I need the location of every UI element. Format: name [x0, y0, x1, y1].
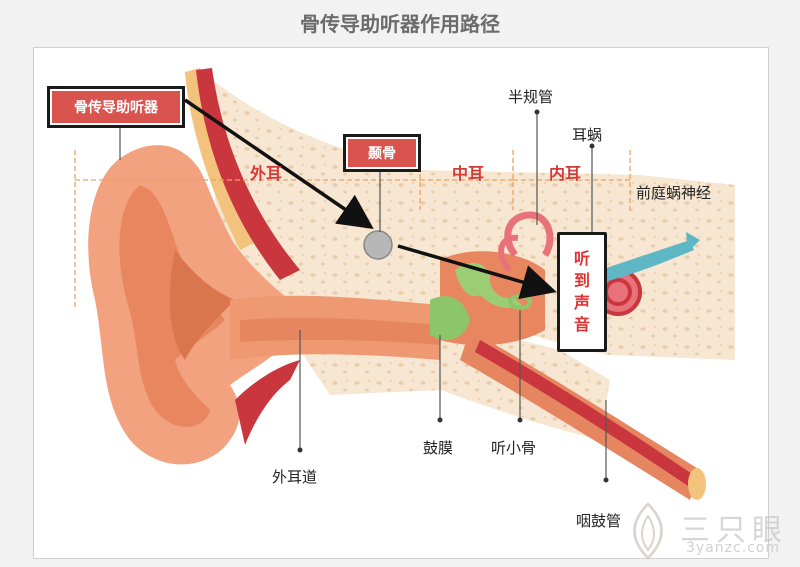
nerve-shape — [600, 240, 694, 282]
concha — [169, 250, 235, 360]
eustachian-tube-end — [688, 468, 706, 500]
middle-ear-section-label: 中耳 — [452, 164, 485, 183]
leader-lines — [119, 112, 607, 480]
semicircular-canal-2 — [498, 234, 519, 273]
red-tissue-lower — [235, 360, 300, 445]
nerve-end — [686, 232, 700, 252]
hear-sound-char-2: 到 — [573, 271, 590, 290]
semicircular-canals-label: 半规管 — [508, 88, 554, 106]
arrow-device-to-bone — [184, 98, 374, 229]
device-box: 骨传导助听器 — [47, 86, 185, 128]
eustachian-tube-red — [475, 340, 698, 490]
lower-bone-region — [300, 330, 610, 440]
watermark-text: 三只眼 — [680, 513, 788, 548]
inner-ear-section-label: 内耳 — [549, 164, 582, 183]
ear-canal-dark — [240, 317, 440, 345]
outer-ear-section-label: 外耳 — [250, 164, 283, 183]
hear-sound-box: 听 到 声 音 — [557, 232, 607, 352]
ear-canal-label: 外耳道 — [272, 468, 318, 486]
ossicles-label: 听小骨 — [491, 439, 537, 457]
watermark-url: 3yanzc.com — [686, 540, 781, 556]
hear-sound-char-1: 听 — [573, 249, 590, 268]
hear-sound-char-3: 声 — [573, 293, 590, 312]
page-title: 骨传导助听器作用路径 — [300, 12, 500, 36]
leader-dots — [297, 109, 609, 483]
ossicles-shape — [455, 262, 522, 308]
watermark-logo — [633, 502, 663, 560]
arrow-bone-to-cochlea — [397, 244, 557, 300]
temporal-bone-node — [363, 230, 393, 260]
cochlea-label: 耳蜗 — [572, 126, 603, 144]
eardrum-label: 鼓膜 — [423, 439, 454, 457]
vestibulocochlear-nerve-label: 前庭蜗神经 — [636, 184, 712, 202]
hear-sound-char-4: 音 — [573, 315, 590, 334]
red-tissue-upper — [196, 68, 300, 280]
eardrum-shape — [430, 296, 470, 340]
temporal-bone-box: 颞骨 — [343, 134, 421, 172]
eustachian-tube-label: 咽鼓管 — [576, 512, 622, 530]
